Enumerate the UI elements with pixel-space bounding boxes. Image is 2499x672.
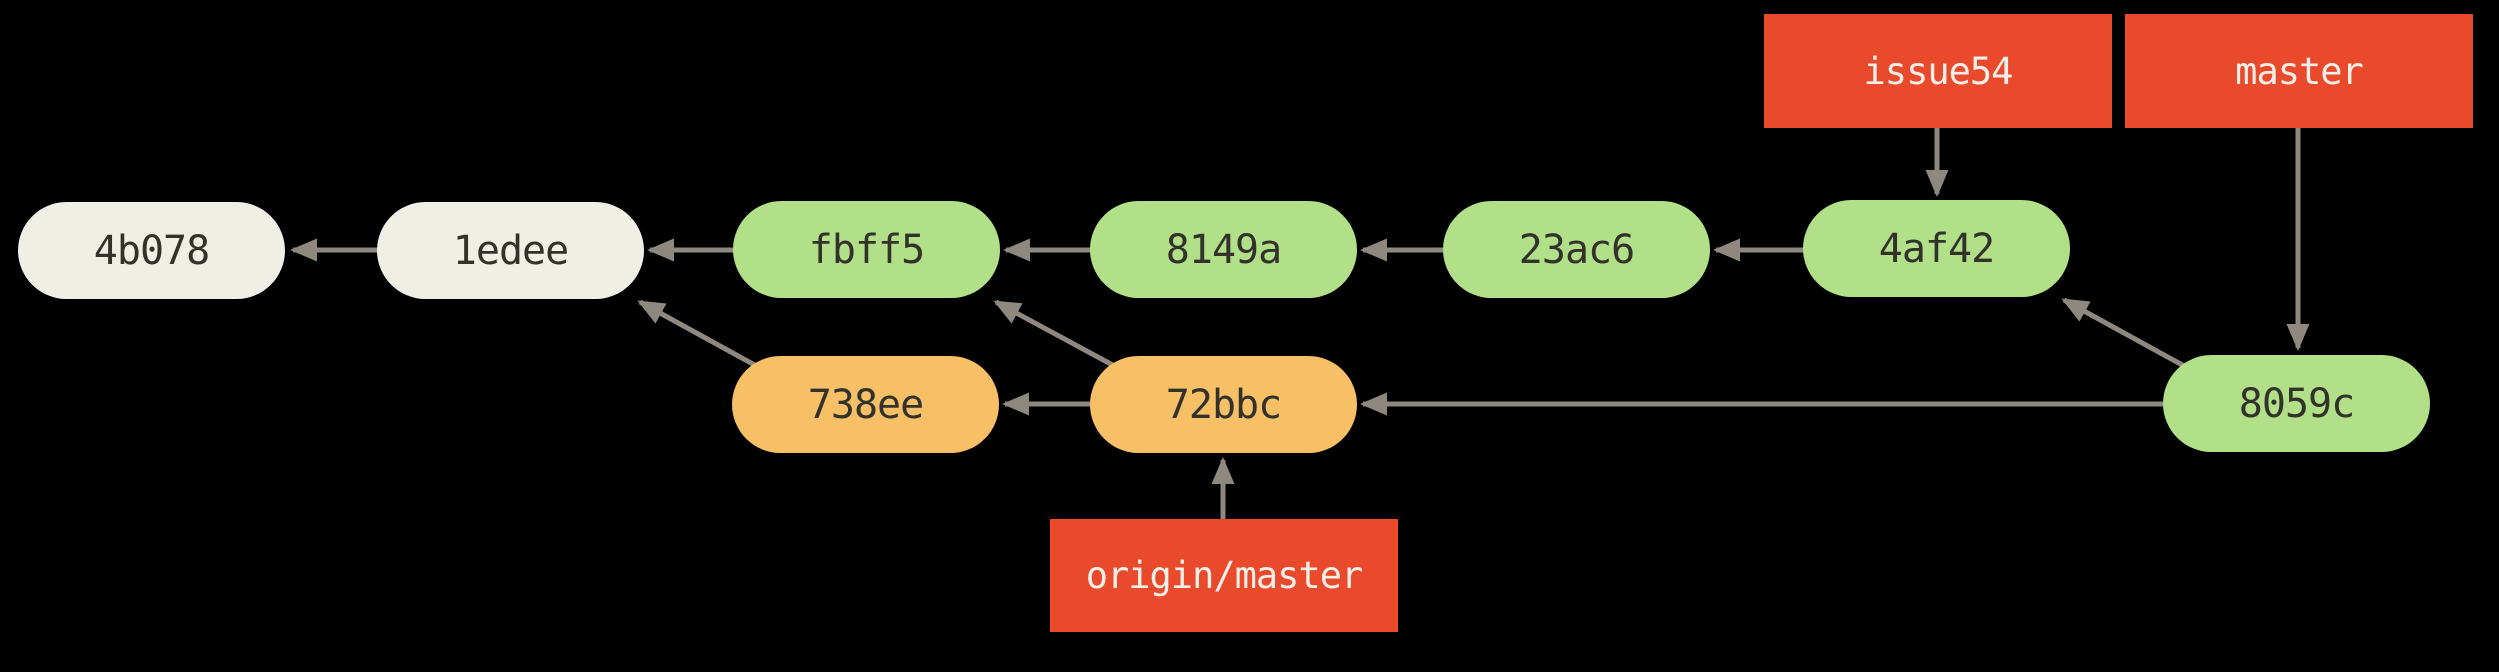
commit-node-1edee: 1edee [377, 202, 644, 299]
edge-72bbc-fbff5 [993, 299, 1122, 372]
branch-label-origin-master: origin/master [1050, 519, 1398, 632]
commit-hash-text: 1edee [452, 227, 569, 274]
branch-name-text: issue54 [1863, 49, 2014, 93]
commit-hash-text: 8059c [2238, 380, 2355, 427]
commit-node-72bbc: 72bbc [1090, 356, 1357, 453]
commit-hash-text: 8149a [1165, 226, 1282, 273]
commit-node-fbff5: fbff5 [733, 201, 1000, 298]
branch-label-issue54: issue54 [1764, 14, 2112, 128]
commit-node-4af42: 4af42 [1803, 200, 2070, 297]
commit-hash-text: 72bbc [1165, 381, 1282, 428]
commit-node-8059c: 8059c [2163, 355, 2430, 452]
branch-name-text: master [2235, 49, 2364, 93]
commit-node-738ee: 738ee [732, 356, 999, 453]
edge-8059c-4af42 [2061, 297, 2188, 370]
commit-node-4b078: 4b078 [18, 202, 285, 299]
edge-738ee-1edee [637, 299, 764, 372]
commit-hash-text: 738ee [807, 381, 924, 428]
commit-hash-text: 23ac6 [1518, 226, 1635, 273]
commit-hash-text: fbff5 [808, 226, 925, 273]
branch-label-master: master [2125, 14, 2473, 128]
commit-hash-text: 4b078 [93, 227, 210, 274]
commit-hash-text: 4af42 [1878, 225, 1995, 272]
branch-name-text: origin/master [1085, 554, 1364, 597]
commit-node-8149a: 8149a [1090, 201, 1357, 298]
commit-node-23ac6: 23ac6 [1443, 201, 1710, 298]
graph-edges [290, 128, 2310, 519]
